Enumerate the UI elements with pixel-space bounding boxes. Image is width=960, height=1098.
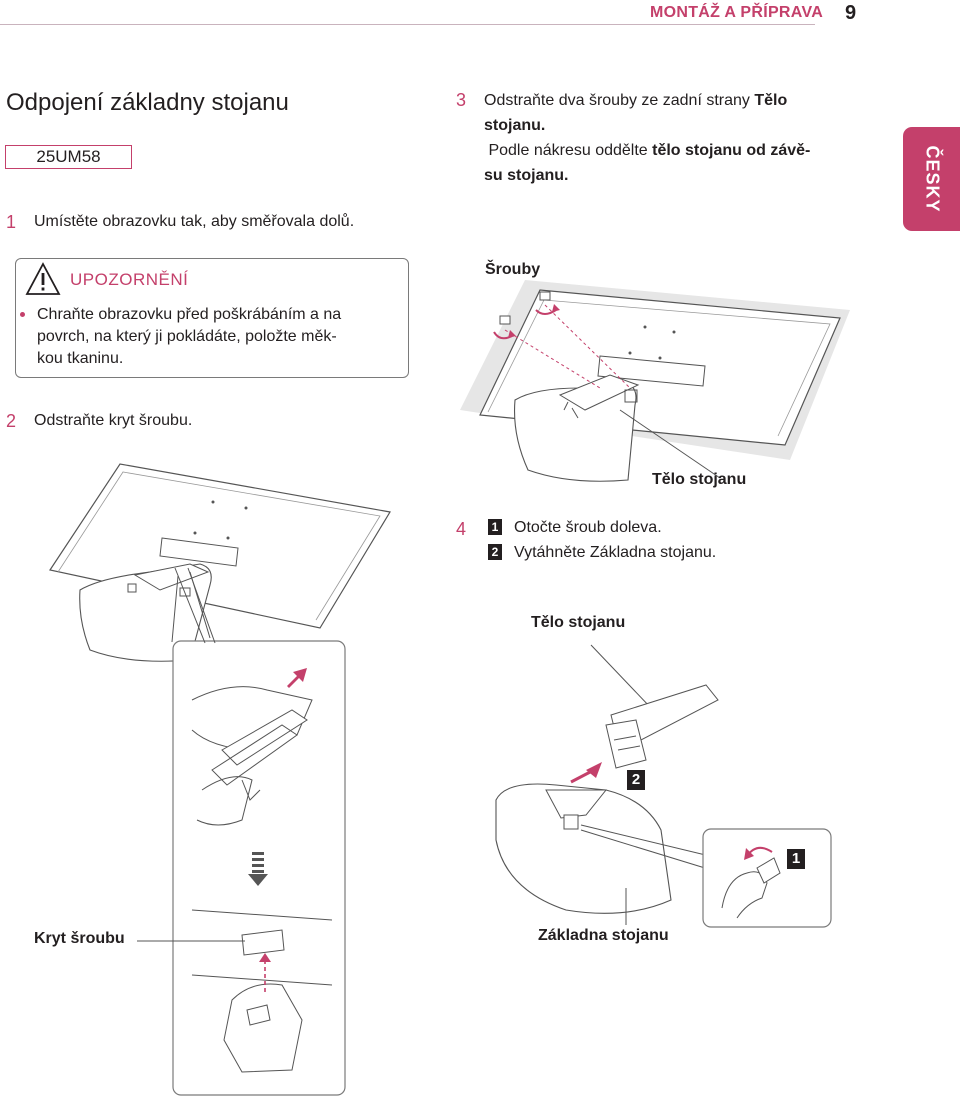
screw-cover-label: Kryt šroubu	[34, 930, 125, 947]
stand-screws-illustration	[460, 280, 850, 482]
model-badge: 25UM58	[5, 145, 132, 169]
stand-base-illustration	[495, 644, 719, 925]
caution-bullet	[20, 312, 25, 317]
callout-2: 2	[627, 770, 645, 790]
warning-triangle-icon	[25, 262, 61, 295]
screw-icon-left	[493, 315, 516, 340]
screw-icon-right	[535, 291, 560, 315]
step-1-number: 1	[6, 212, 17, 232]
language-tab-label: ČESKY	[922, 145, 942, 213]
stand-base-label: Základna stojanu	[538, 927, 669, 944]
arrow-down-icon	[248, 852, 268, 886]
step-2-text: Odstraňte kryt šroubu.	[34, 412, 193, 429]
step-3-number: 3	[456, 90, 467, 110]
screw-cover-leader	[137, 940, 245, 942]
stand-body-label-2: Tělo stojanu	[531, 614, 626, 631]
step-2-number: 2	[6, 411, 17, 431]
caution-text: Chraňte obrazovku před poškrábáním a na …	[37, 306, 342, 367]
monitor-back-illustration	[49, 463, 391, 662]
language-tab[interactable]: ČESKY	[903, 127, 960, 231]
stand-body-label-1: Tělo stojanu	[652, 471, 747, 488]
step-1-text: Umístěte obrazovku tak, aby směřovala do…	[34, 213, 355, 230]
lift-arrow-icon	[287, 668, 307, 688]
step-4-number: 4	[456, 519, 467, 539]
header-section-title: MONTÁŽ A PŘÍPRAVA	[650, 4, 824, 21]
callout-number-2: 2	[488, 544, 502, 560]
rotate-screw-detail-frame	[702, 828, 832, 928]
callout-number-1: 1	[488, 519, 502, 535]
caution-box	[15, 258, 409, 378]
screws-label: Šrouby	[485, 261, 541, 278]
caution-title: UPOZORNĚNÍ	[70, 270, 189, 289]
header-rule	[0, 24, 815, 25]
detail-leader-lines	[174, 567, 216, 644]
step-3-text: Odstraňte dva šrouby ze zadní strany Těl…	[484, 92, 811, 184]
page-number: 9	[845, 2, 857, 24]
callout-1: 1	[787, 849, 805, 869]
screw-cover-detail-frame	[172, 640, 346, 1096]
section-title: Odpojení základny stojanu	[6, 89, 289, 116]
